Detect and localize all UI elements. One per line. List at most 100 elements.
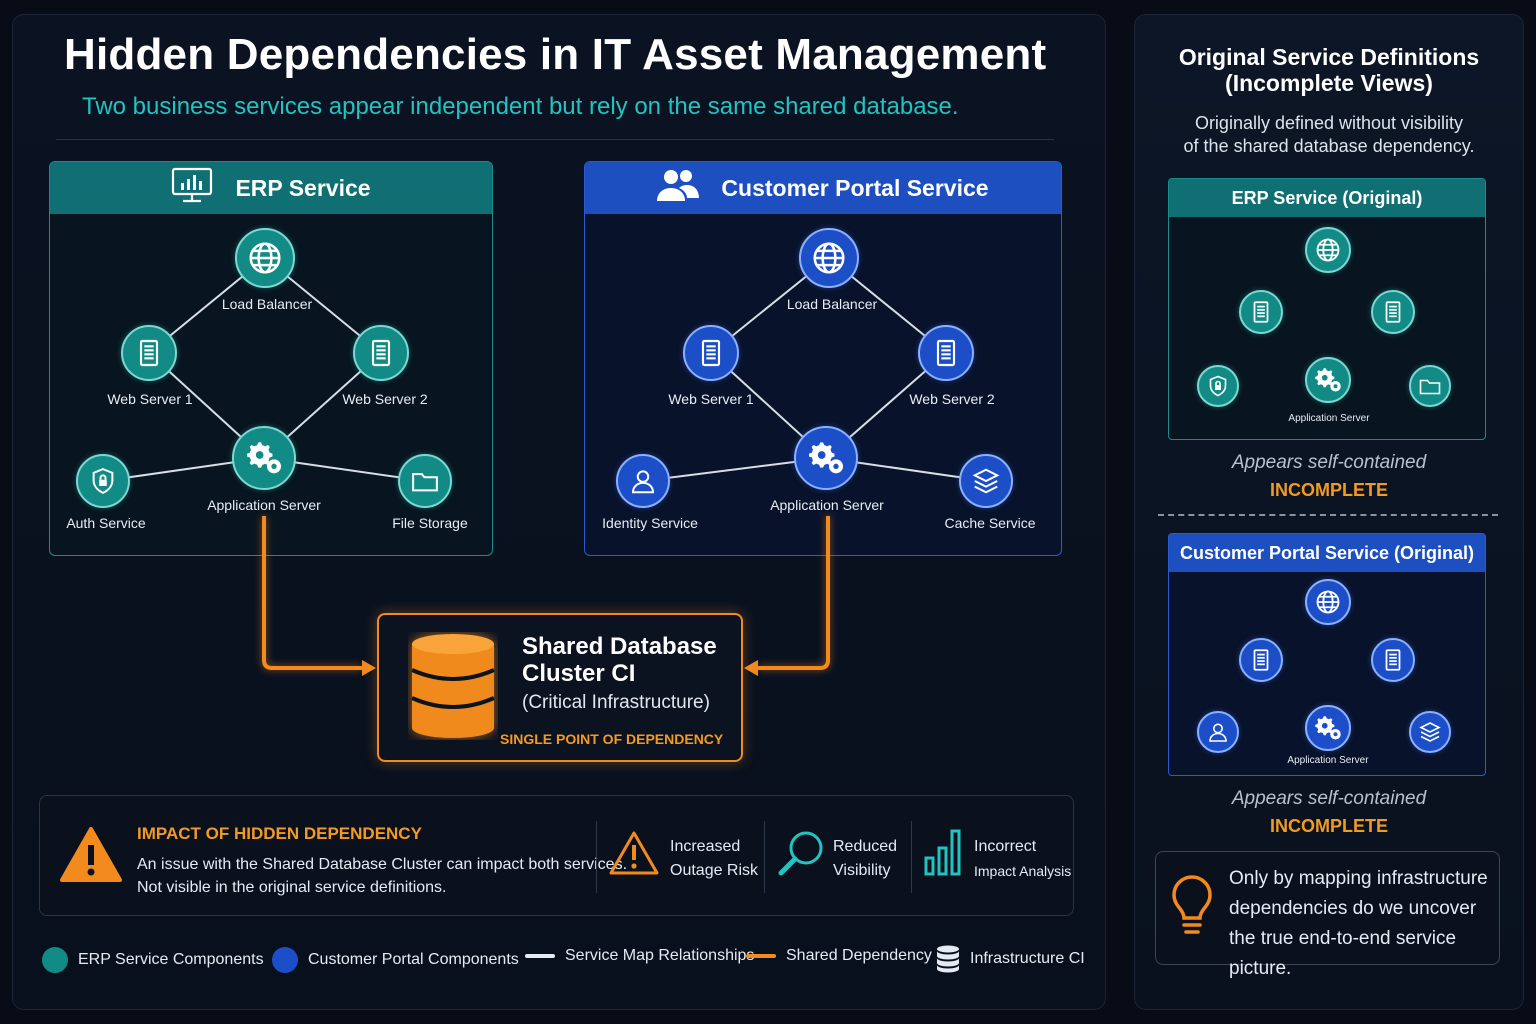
erp-original-header: ERP Service (Original) [1169, 179, 1485, 217]
legend-portal-label: Customer Portal Components [308, 951, 519, 968]
server-icon [1248, 299, 1274, 325]
stack-icon [1418, 720, 1442, 744]
legend-relationships: Service Map Relationships [525, 947, 754, 965]
page-subtitle: Two business services appear independent… [82, 93, 959, 120]
gear-icon [1313, 365, 1343, 395]
erp-incomplete-label: INCOMPLETE [1269, 480, 1388, 500]
legend-shared-label: Shared Dependency [786, 947, 932, 964]
impact-description: An issue with the Shared Database Cluste… [137, 853, 627, 899]
insight-box [1155, 851, 1500, 965]
erp-application-server-label: Application Server [207, 497, 321, 513]
title-divider [56, 139, 1054, 140]
metric-outage-line2: Outage Risk [670, 862, 759, 879]
portal-load-balancer-node[interactable] [799, 228, 859, 288]
warning-icon [609, 831, 659, 875]
legend-infra: Infrastructure CI [936, 945, 1085, 973]
legend-relationships-label: Service Map Relationships [565, 947, 755, 964]
legend-erp: ERP Service Components [42, 947, 264, 973]
portal-original-identity-node[interactable] [1197, 711, 1239, 753]
side-title-line2: (Incomplete Views) [1225, 70, 1433, 96]
erp-original-app-label: Application Server [1288, 413, 1370, 424]
database-icon [411, 634, 495, 738]
erp-load-balancer-node[interactable] [235, 228, 295, 288]
lightbulb-icon [1172, 875, 1212, 934]
page-title: Hidden Dependencies in IT Asset Manageme… [64, 30, 1047, 79]
single-point-tag: SINGLE POINT OF DEPENDENCY [500, 731, 724, 747]
erp-original-web2-node[interactable] [1371, 290, 1415, 334]
portal-web-server-2-node[interactable] [918, 325, 974, 381]
portal-original-lb-node[interactable] [1305, 579, 1351, 625]
erp-appears-text: Appears self-contained [1231, 452, 1427, 473]
server-icon [695, 337, 727, 369]
erp-file-storage-label: File Storage [392, 515, 468, 531]
metric-outage-risk: Increased Outage Risk [670, 835, 758, 883]
portal-original-web1-node[interactable] [1239, 638, 1283, 682]
portal-cache-service-node[interactable] [959, 454, 1013, 508]
portal-load-balancer-label: Load Balancer [786, 296, 878, 312]
erp-web-server-1-node[interactable] [121, 325, 177, 381]
globe-icon [1314, 588, 1342, 616]
metric-visibility: Reduced Visibility [833, 835, 897, 883]
globe-icon [1314, 236, 1342, 264]
folder-icon [1418, 374, 1442, 398]
shield-icon [1206, 374, 1230, 398]
erp-original-file-node[interactable] [1409, 365, 1451, 407]
erp-web-server-2-node[interactable] [353, 325, 409, 381]
side-description: Originally defined without visibility of… [1134, 112, 1524, 158]
folder-icon [410, 466, 440, 496]
legend-portal: Customer Portal Components [272, 947, 519, 973]
metric-visibility-line1: Reduced [833, 838, 898, 855]
legend-portal-swatch [272, 947, 298, 973]
warning-icon [60, 827, 122, 882]
server-icon [1380, 647, 1406, 673]
legend-shared-swatch [746, 954, 776, 958]
portal-identity-service-node[interactable] [616, 454, 670, 508]
metric-impact-line2: Impact Analysis [974, 863, 1072, 879]
side-title: Original Service Definitions (Incomplete… [1134, 44, 1524, 96]
portal-appears-text: Appears self-contained [1231, 788, 1427, 809]
erp-application-server-node[interactable] [232, 426, 296, 490]
side-divider [1158, 514, 1498, 516]
erp-original-lb-node[interactable] [1305, 227, 1351, 273]
legend-shared: Shared Dependency [746, 947, 932, 965]
erp-service-header: ERP Service [50, 162, 492, 214]
erp-file-storage-node[interactable] [398, 454, 452, 508]
erp-original-app-node[interactable] [1305, 357, 1351, 403]
portal-web-server-1-node[interactable] [683, 325, 739, 381]
portal-original-cache-node[interactable] [1409, 711, 1451, 753]
globe-icon [810, 239, 848, 277]
stack-icon [971, 466, 1001, 496]
portal-web-server-2-label: Web Server 2 [909, 391, 995, 407]
monitor-chart-icon [171, 167, 213, 209]
customer-portal-title: Customer Portal Service [721, 174, 989, 201]
impact-separator [911, 821, 912, 893]
user-icon [1206, 720, 1230, 744]
erp-auth-service-node[interactable] [76, 454, 130, 508]
impact-box [39, 795, 1074, 916]
portal-original-header: Customer Portal Service (Original) [1169, 534, 1485, 572]
gear-icon [806, 438, 846, 478]
impact-separator [764, 821, 765, 893]
erp-auth-service-label: Auth Service [66, 515, 146, 531]
erp-web-server-2-label: Web Server 2 [342, 391, 428, 407]
server-icon [133, 337, 165, 369]
legend-relationships-swatch [525, 954, 555, 958]
metric-impact-analysis: Incorrect Impact Analysis [974, 835, 1071, 883]
erp-original-auth-node[interactable] [1197, 365, 1239, 407]
bar-chart-icon [924, 829, 961, 876]
server-icon [930, 337, 962, 369]
side-description-line1: Originally defined without visibility [1194, 113, 1464, 133]
portal-original-app-node[interactable] [1305, 705, 1351, 751]
globe-icon [246, 239, 284, 277]
legend-erp-label: ERP Service Components [78, 951, 264, 968]
metric-outage-line1: Increased [670, 838, 741, 855]
users-icon [657, 168, 700, 208]
portal-application-server-node[interactable] [794, 426, 858, 490]
server-icon [1380, 299, 1406, 325]
impact-line-1: An issue with the Shared Database Cluste… [137, 856, 628, 873]
side-title-line1: Original Service Definitions [1178, 44, 1480, 70]
portal-original-web2-node[interactable] [1371, 638, 1415, 682]
metric-visibility-line2: Visibility [833, 862, 891, 879]
erp-original-web1-node[interactable] [1239, 290, 1283, 334]
server-icon [365, 337, 397, 369]
